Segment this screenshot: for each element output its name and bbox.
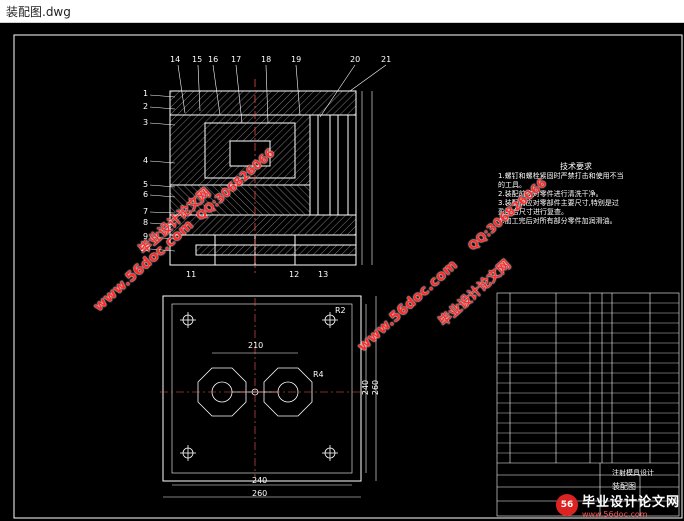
part-number: 10	[140, 244, 151, 253]
brand-name: 毕业设计论文网	[581, 495, 680, 510]
part-number: 17	[231, 55, 242, 64]
part-number: 6	[143, 190, 149, 199]
part-number: 12	[289, 270, 300, 279]
brand-url: www.56doc.com	[581, 510, 648, 519]
part-number: 13	[318, 270, 329, 279]
part-number: 14	[170, 55, 181, 64]
window-title: 装配图.dwg	[6, 4, 71, 19]
footer-brand: 56 毕业设计论文网 www.56doc.com	[555, 491, 680, 519]
part-number: 2	[143, 102, 149, 111]
plan-view	[160, 295, 377, 498]
tech-line: 盈配合尺寸进行复查。	[498, 208, 568, 216]
part-number: 3	[143, 118, 149, 127]
part-number: 4	[143, 156, 149, 165]
dim-label: 210	[248, 341, 264, 350]
title-block-subtitle: 注射模具设计	[612, 469, 654, 477]
tech-line: 2.装配前应对零件进行清洗干净。	[498, 190, 603, 198]
title-block	[496, 292, 680, 517]
part-number: 20	[350, 55, 361, 64]
dim-label: R2	[335, 306, 346, 315]
part-number: 11	[186, 270, 197, 279]
part-number: 16	[208, 55, 219, 64]
part-number: 8	[143, 218, 149, 227]
part-number: 1	[143, 89, 149, 98]
technical-requirements: 技术要求 1.螺钉和螺栓紧固时严禁打击和使用不当 的工具。 2.装配前应对零件进…	[498, 161, 674, 226]
part-number: 18	[261, 55, 272, 64]
window-titlebar: 装配图.dwg	[0, 0, 684, 23]
section-view	[149, 64, 387, 273]
part-number: 19	[291, 55, 302, 64]
drawing-canvas[interactable]: 14 15 16 17 18 19 20 21 1 2 3 4 5 6 7 8 …	[0, 23, 684, 521]
dim-label: 240	[361, 379, 371, 396]
part-number: 7	[143, 207, 149, 216]
dim-label: R4	[313, 370, 324, 379]
tech-line: 的工具。	[498, 181, 526, 189]
part-number: 15	[192, 55, 203, 64]
dim-label: 240	[252, 476, 268, 485]
title-block-name: 装配图	[612, 482, 636, 491]
brand-logo: 56	[555, 494, 578, 516]
bom-rows	[497, 302, 679, 454]
cad-drawing	[13, 34, 683, 519]
tech-title: 技术要求	[560, 162, 592, 171]
part-number: 21	[381, 55, 392, 64]
tech-line: 1.螺钉和螺栓紧固时严禁打击和使用不当	[498, 172, 624, 180]
tech-line: 3.装配前应对零部件主要尺寸,特别是过	[498, 199, 619, 207]
tech-line: 4.加工完后对所有部分零件加润滑油。	[498, 217, 617, 225]
part-number: 9	[143, 232, 149, 241]
drawing-frame	[13, 34, 683, 519]
part-number: 5	[143, 180, 149, 189]
dim-label: 260	[252, 489, 268, 498]
dim-label: 260	[371, 379, 381, 396]
